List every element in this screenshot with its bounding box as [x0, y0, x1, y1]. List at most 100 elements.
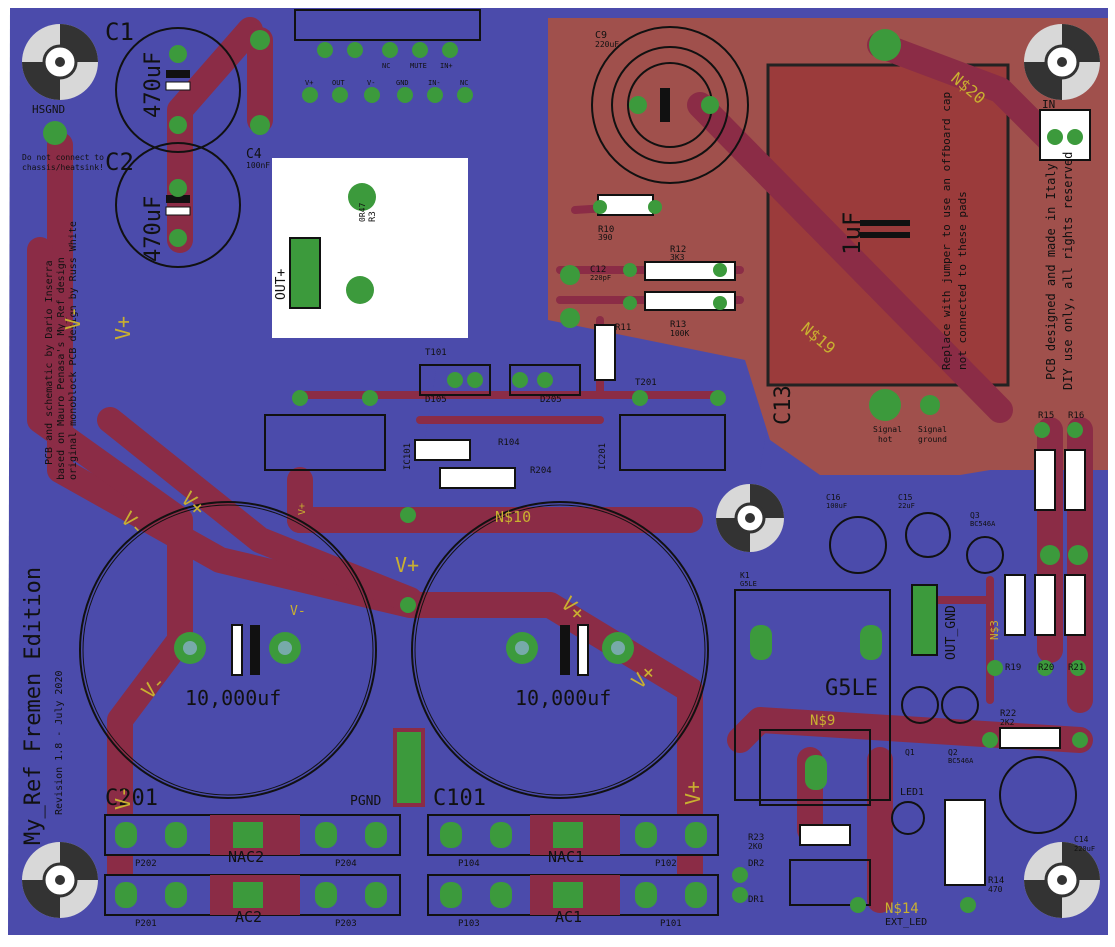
board-title: My_Ref Fremen Edition: [21, 567, 46, 845]
net-vplus-mid: V+: [297, 503, 308, 515]
label-r14: R14: [988, 876, 1004, 886]
label-r14-value: 470: [988, 885, 1003, 894]
hsgnd-pad: [43, 121, 67, 145]
signal-ground-2: ground: [918, 435, 947, 444]
relay-coil: [759, 729, 871, 806]
cap-c16: [829, 516, 887, 574]
label-k1: K1: [740, 571, 750, 580]
c13-symbol: [860, 220, 910, 226]
label-r13: R13: [670, 320, 686, 330]
rights-line-2: DIY use only, all rights reserved: [1061, 152, 1075, 390]
label-relay: G5LE: [825, 676, 878, 701]
label-c15: C15: [898, 493, 913, 502]
label-out-gnd: OUT_GND: [944, 605, 959, 660]
net-vplus-left: V+: [111, 316, 135, 340]
relay-k1: [734, 589, 891, 801]
label-c101-value: 10,000uf: [515, 686, 611, 710]
big-cap-c201: [79, 501, 377, 799]
signal-hot-2: hot: [878, 435, 893, 444]
label-led1: LED1: [900, 787, 924, 798]
mounting-hole: [1024, 24, 1100, 100]
big-cap-c101: [411, 501, 709, 799]
label-nac1: NAC1: [548, 848, 584, 866]
c13-symbol: [860, 232, 910, 238]
net-vminus-left: V-: [61, 306, 85, 330]
label-c16-value: 100uF: [826, 502, 847, 510]
label-pgnd: PGND: [350, 794, 381, 809]
mounting-hole: [22, 842, 98, 918]
transistor-q2: [941, 686, 979, 724]
label-c15-value: 22uF: [898, 502, 915, 510]
cap-c9: [591, 26, 749, 184]
label-c13: C13: [771, 385, 796, 425]
label-p204: P204: [335, 859, 357, 869]
label-q1: Q1: [905, 748, 915, 757]
t101: [419, 364, 491, 396]
label-in: IN: [1042, 98, 1055, 111]
hsgnd-note-1: Do not connect to: [22, 153, 104, 162]
label-c14: C14: [1074, 835, 1089, 844]
label-c201: C201: [105, 786, 158, 811]
label-r22-value: 2K2: [1000, 718, 1015, 727]
label-r15: R15: [1038, 411, 1054, 421]
input-pad: [1067, 129, 1083, 145]
label-c12-value: 220pF: [590, 274, 611, 282]
label-p102: P102: [655, 859, 677, 869]
relay-pad: [750, 625, 772, 660]
label-r13-value: 100K: [670, 329, 689, 338]
pin-label: IN-: [428, 79, 441, 87]
cap-c1: [115, 27, 241, 153]
pin-label: GND: [396, 79, 409, 87]
label-q3: Q3: [970, 511, 980, 520]
label-ic201: IC201: [598, 443, 608, 470]
label-d205: D205: [540, 395, 562, 405]
mounting-holes: [22, 24, 1100, 918]
label-ic101: IC101: [403, 443, 413, 470]
net-n14: N$14: [885, 901, 919, 917]
label-ac2: AC2: [235, 908, 262, 926]
credit-line-1: PCB and schematic by Dario Inserra: [44, 260, 55, 465]
label-r204: R204: [530, 466, 552, 476]
net-vminus-center: V-: [290, 604, 306, 619]
cap-c15: [905, 512, 951, 558]
net-vplus-center: V+: [395, 553, 419, 577]
note-line-2: not connected to these pads: [956, 191, 969, 370]
pin-label: NC: [382, 62, 390, 70]
transistor-q1: [901, 686, 939, 724]
transistor-q3: [966, 536, 1004, 574]
pin-label: MUTE: [410, 62, 427, 70]
label-r23-value: 2K0: [748, 842, 763, 851]
label-c9-value: 220uF: [595, 40, 619, 49]
label-k1-type: G5LE: [740, 580, 757, 588]
cap-c14: [999, 756, 1077, 834]
label-nac2: NAC2: [228, 848, 264, 866]
label-p203: P203: [335, 919, 357, 929]
net-vplus-bottom: V+: [681, 781, 705, 805]
label-c12: C12: [590, 265, 606, 275]
signal-ground-pad: [920, 395, 940, 415]
label-r12: R12: [670, 245, 686, 255]
label-p202: P202: [135, 859, 157, 869]
label-ac1: AC1: [555, 908, 582, 926]
relay-pad: [860, 625, 882, 660]
label-dr2: DR2: [748, 859, 764, 869]
pin-label: NC: [460, 79, 468, 87]
label-r19: R19: [1005, 663, 1021, 673]
label-r22: R22: [1000, 709, 1016, 719]
led1: [891, 801, 925, 835]
net-vminus-bottom: V-: [111, 786, 135, 810]
label-q2-type: BC546A: [948, 757, 974, 765]
label-c101: C101: [433, 786, 486, 811]
label-ext-led: EXT_LED: [885, 917, 927, 928]
hsgnd-note-2: chassis/heatsink!: [22, 163, 104, 172]
pgnd-pad: [393, 728, 425, 807]
mounting-hole: [1024, 842, 1100, 918]
label-c1-value: 470uF: [141, 52, 166, 118]
label-d105: D105: [425, 395, 447, 405]
label-r104: R104: [498, 438, 520, 448]
rights-line-1: PCB designed and made in Italy: [1044, 163, 1058, 380]
label-r23: R23: [748, 833, 764, 843]
signal-hot-pad: [869, 389, 901, 421]
label-c14-value: 220uF: [1074, 845, 1095, 853]
